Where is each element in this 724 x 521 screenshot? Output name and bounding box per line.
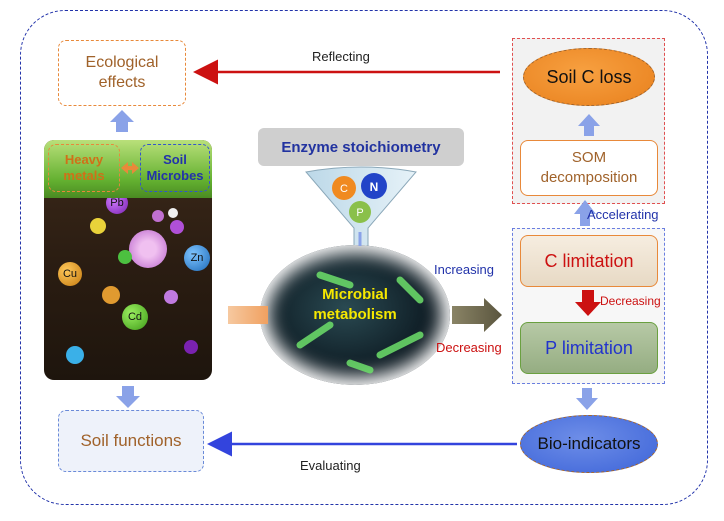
bio-indicators-ellipse: Bio-indicators: [520, 415, 658, 473]
metal-ball: [66, 346, 84, 364]
metal-ball: [170, 220, 184, 234]
microbial-metabolism-image: [260, 245, 450, 385]
ecological-effects-line1: Ecological: [85, 54, 159, 71]
cu-ball: Cu: [58, 262, 82, 286]
som-decomposition-box: SOM decomposition: [520, 140, 658, 196]
down-arrow-bio: [576, 388, 598, 410]
p-label: P: [356, 207, 363, 219]
evaluating-label: Evaluating: [300, 458, 361, 473]
c-limitation-box: C limitation: [520, 235, 658, 287]
c-label: C: [340, 183, 348, 195]
cd-label: Cd: [127, 311, 143, 323]
up-arrow-c-loss: [578, 114, 600, 136]
cu-label: Cu: [62, 268, 78, 280]
input-arrow: [228, 306, 268, 324]
output-arrow: [452, 298, 502, 332]
soil-microbes-line1: Soil: [163, 152, 187, 167]
metal-ball: [152, 210, 164, 222]
enzyme-stoichiometry-label: Enzyme stoichiometry: [258, 128, 464, 166]
pb-label: Pb: [110, 197, 124, 209]
up-arrow-ecological: [110, 110, 134, 132]
increasing-label: Increasing: [434, 262, 494, 277]
som-line1: SOM: [571, 149, 607, 166]
n-label: N: [370, 180, 379, 194]
metal-ball: [118, 250, 132, 264]
soil-functions-box: Soil functions: [58, 410, 204, 472]
zn-ball: Zn: [184, 245, 210, 271]
ecological-effects-line2: effects: [98, 74, 146, 91]
p-limitation-box: P limitation: [520, 322, 658, 374]
n-sphere: [361, 173, 387, 199]
metal-ball: [168, 208, 178, 218]
soil-c-loss-label: Soil C loss: [546, 66, 632, 87]
decreasing-right-label: Decreasing: [600, 294, 661, 308]
som-line2: decomposition: [540, 169, 638, 186]
accelerating-label: Accelerating: [587, 207, 659, 222]
heavy-metals-line2: metals: [63, 168, 105, 183]
metal-ball: [184, 340, 198, 354]
soil-microbes-line2: Microbes: [146, 168, 204, 183]
outer-frame: [20, 10, 708, 505]
funnel-icon: C N P: [305, 166, 417, 247]
double-arrow: [121, 162, 139, 174]
metal-ball: [102, 286, 120, 304]
enzyme-stoichiometry-text: Enzyme stoichiometry: [281, 138, 441, 156]
bio-indicators-label: Bio-indicators: [537, 434, 641, 453]
c-limitation-label: C limitation: [544, 250, 634, 271]
accelerating-arrow: [574, 200, 596, 226]
decreasing-arrow: [575, 290, 601, 316]
soil-functions-label: Soil functions: [80, 431, 182, 450]
metal-ball: [164, 290, 178, 304]
p-limitation-label: P limitation: [545, 337, 633, 358]
microbial-metabolism-label: Microbial metabolism: [260, 285, 450, 325]
ecological-effects-box: Ecological effects: [58, 40, 186, 106]
metal-ball: [90, 218, 106, 234]
zn-label: Zn: [190, 252, 204, 264]
down-arrow-soil-functions: [116, 386, 140, 408]
heavy-metals-line1: Heavy: [64, 152, 104, 167]
reflecting-label: Reflecting: [312, 49, 370, 64]
bacteria-icon: [296, 271, 424, 374]
microbial-metabolism-line2: metabolism: [313, 306, 397, 323]
c-sphere: [332, 176, 356, 200]
soil-c-loss-ellipse: Soil C loss: [523, 48, 655, 106]
cd-ball: Cd: [122, 304, 148, 330]
decreasing-left-label: Decreasing: [436, 340, 502, 355]
microbial-metabolism-line1: Microbial: [322, 286, 388, 303]
p-sphere: [349, 201, 371, 223]
microbe-cell: [129, 230, 167, 268]
